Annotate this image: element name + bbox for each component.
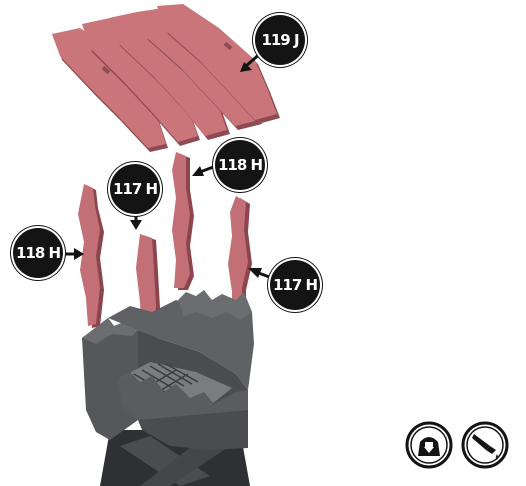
callout-wall-left-label: 118 H xyxy=(16,244,60,262)
callout-roof-label: 119 J xyxy=(261,31,298,49)
base-structure xyxy=(82,290,254,486)
callout-wall-right-label: 117 H xyxy=(273,276,317,294)
callout-wall-back-label: 118 H xyxy=(218,156,262,174)
place-on-base-icon xyxy=(404,420,454,470)
callout-wall-right: 117 H xyxy=(270,260,320,310)
callout-wall-back: 118 H xyxy=(215,140,265,190)
callout-wall-center: 117 H xyxy=(110,164,160,214)
wall-plank-left xyxy=(78,184,104,328)
callout-roof: 119 J xyxy=(255,15,305,65)
callout-wall-left: 118 H xyxy=(13,228,63,278)
callout-wall-center-label: 117 H xyxy=(113,180,157,198)
roof-panels xyxy=(52,4,280,152)
apply-glue-icon xyxy=(460,420,510,470)
wall-plank-back xyxy=(172,152,194,290)
